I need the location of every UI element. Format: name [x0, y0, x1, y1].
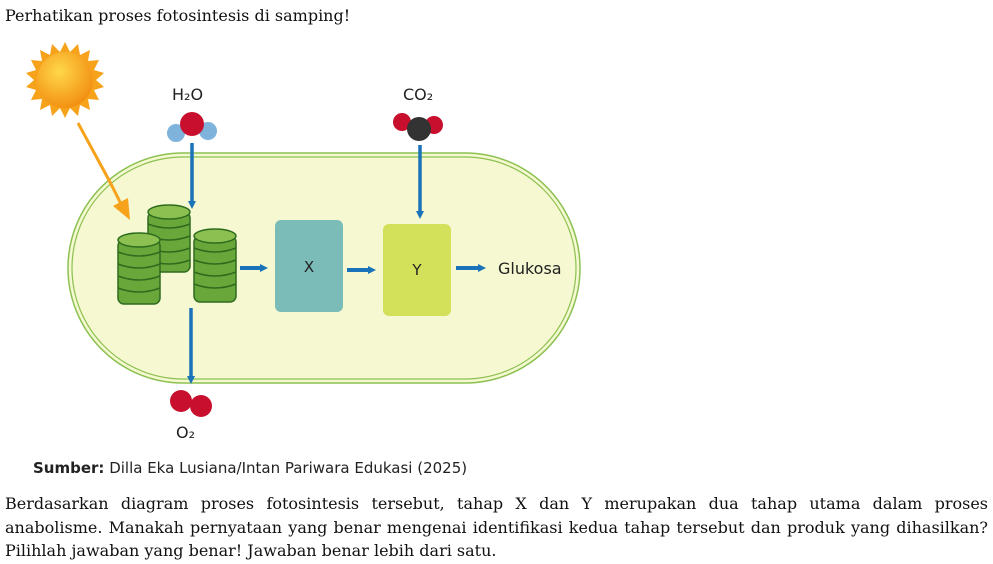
- sunlight-arrow: [76, 122, 126, 211]
- stage-y-label: Y: [411, 261, 422, 279]
- image-source: Sumber: Dilla Eka Lusiana/Intan Pariwara…: [33, 459, 467, 477]
- water-molecule-icon: [167, 112, 217, 142]
- photosynthesis-diagram: H₂O CO₂ X Y Glukosa O₂: [26, 42, 581, 442]
- source-text: Dilla Eka Lusiana/Intan Pariwara Edukasi…: [104, 459, 468, 477]
- water-label: H₂O: [172, 85, 203, 104]
- co2-molecule-icon: [393, 113, 443, 141]
- grana-stacks-icon: [117, 204, 237, 305]
- stage-x-box: [275, 220, 343, 312]
- co2-label: CO₂: [403, 85, 433, 104]
- source-label: Sumber:: [33, 459, 105, 477]
- oxygen-label: O₂: [176, 423, 195, 442]
- stage-y-box: [383, 224, 451, 316]
- oxygen-molecule-icon: [170, 390, 212, 417]
- product-label: Glukosa: [498, 259, 562, 278]
- question-body: Berdasarkan diagram proses fotosintesis …: [5, 494, 988, 560]
- question-intro: Perhatikan proses fotosintesis di sampin…: [5, 6, 351, 25]
- sun-icon: [26, 42, 104, 118]
- stage-x-label: X: [304, 258, 314, 276]
